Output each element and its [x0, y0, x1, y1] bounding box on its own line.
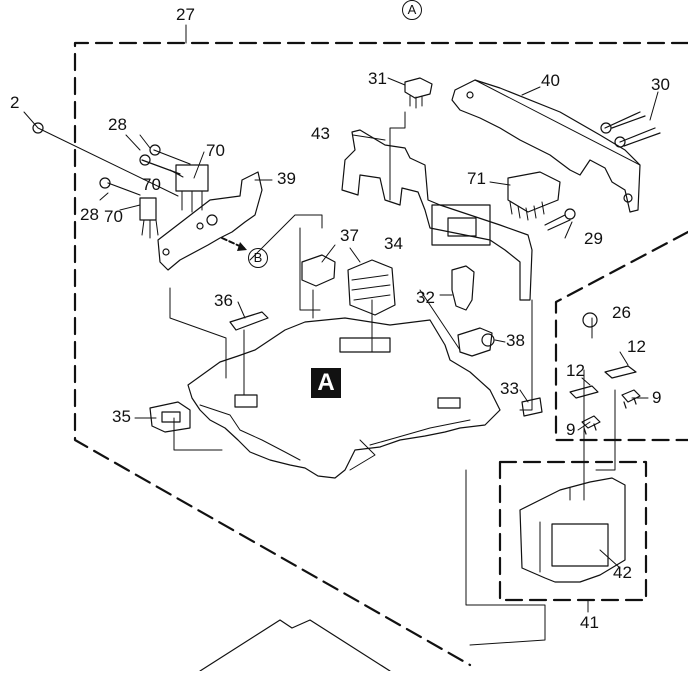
part-label-71: 71 [467, 169, 486, 188]
part-label-39: 39 [277, 169, 296, 188]
part-label-36: 36 [214, 291, 233, 310]
part-label-28-top: 28 [108, 115, 127, 134]
main-board [188, 318, 500, 478]
reference-circle-b: B [248, 248, 268, 268]
part-2-screw [33, 123, 43, 133]
part-39-bracket [158, 172, 262, 270]
part-label-43: 43 [311, 124, 330, 143]
part-42-board [520, 478, 625, 582]
part-label-31: 31 [368, 69, 387, 88]
part-12-right [605, 366, 636, 378]
part-label-28-left: 28 [80, 205, 99, 224]
bottom-partial-outline [200, 620, 390, 671]
part-label-12-right: 12 [627, 337, 646, 356]
part-70-lower [140, 198, 156, 220]
part-label-70-mid: 70 [142, 175, 161, 194]
part-35-connector [150, 402, 190, 432]
part-label-40: 40 [541, 71, 560, 90]
part-38 [458, 328, 492, 356]
part-label-27: 27 [176, 5, 195, 24]
part-37 [302, 255, 335, 286]
top-frame [452, 80, 640, 212]
part-label-70-low: 70 [104, 207, 123, 226]
part-label-42: 42 [613, 563, 632, 582]
part-9-right [622, 390, 640, 408]
part-label-30: 30 [651, 75, 670, 94]
reference-circle-a: A [402, 0, 422, 20]
part-label-12-left: 12 [566, 361, 585, 380]
part-34-connector [348, 260, 395, 315]
section-marker: A [311, 368, 341, 398]
ic-chip [508, 172, 560, 212]
part-70-upper [176, 165, 208, 191]
part-9-left [582, 416, 600, 434]
part-36 [230, 312, 268, 330]
part-26-screw [583, 313, 597, 327]
part-label-34: 34 [384, 234, 403, 253]
part-label-38: 38 [506, 331, 525, 350]
enclosure-outline [75, 43, 688, 665]
part-31 [405, 78, 432, 98]
part-29-screw [545, 215, 570, 230]
part-label-41: 41 [580, 613, 599, 632]
rear-bracket [342, 130, 532, 300]
part-label-33: 33 [500, 379, 519, 398]
part-12-left [570, 386, 598, 398]
part-label-9-right: 9 [652, 388, 662, 407]
part-32 [452, 266, 474, 310]
part-label-29: 29 [584, 229, 603, 248]
part-label-70-top: 70 [206, 141, 225, 160]
part-30-screws [605, 112, 660, 146]
part-33 [522, 398, 542, 416]
part-label-32: 32 [416, 288, 435, 307]
part-label-35: 35 [112, 407, 131, 426]
part-label-26: 26 [612, 303, 631, 322]
part-label-9-left: 9 [566, 420, 576, 439]
part-label-2: 2 [10, 93, 20, 112]
part-label-37: 37 [340, 226, 359, 245]
